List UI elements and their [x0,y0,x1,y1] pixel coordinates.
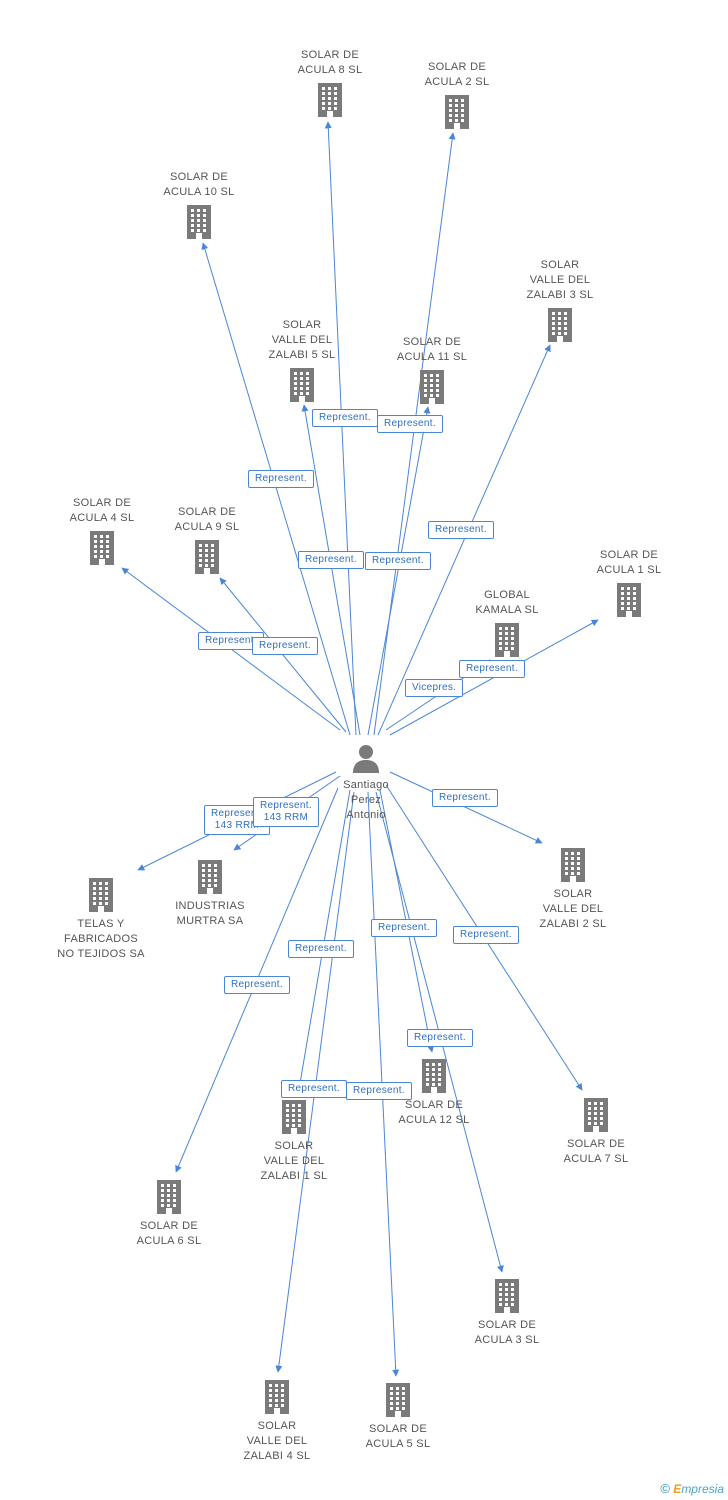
relation-label-solar-acula-1[interactable]: Represent. [459,660,525,678]
company-label-solar-acula-4[interactable]: SOLAR DE ACULA 4 SL [69,497,135,524]
empresia-watermark[interactable]: © Empresia [660,1481,724,1496]
company-label-industrias-murtra[interactable]: INDUSTRIAS MURTRA SA [175,900,245,927]
relation-label-solar-acula-11[interactable]: Represent. [365,552,431,570]
company-label-solar-acula-8[interactable]: SOLAR DE ACULA 8 SL [297,49,363,76]
building-icon-solar-acula-9[interactable] [193,540,221,579]
company-label-telas-fabricados[interactable]: TELAS Y FABRICADOS NO TEJIDOS SA [57,918,145,960]
edge-to-solar-acula-8 [324,121,357,736]
relation-label-global-kamala[interactable]: Vicepres. [405,679,464,697]
company-label-solar-valle-zalabi-2[interactable]: SOLAR VALLE DEL ZALABI 2 SL [539,888,607,930]
building-icon-solar-acula-5[interactable] [384,1383,412,1422]
edge-to-solar-acula-2 [373,132,456,736]
building-icon-solar-acula-8[interactable] [316,83,344,122]
company-label-solar-acula-5[interactable]: SOLAR DE ACULA 5 SL [365,1423,431,1450]
relation-label-solar-acula-3[interactable]: Represent. [371,919,437,937]
building-icon-solar-acula-10[interactable] [185,205,213,244]
company-label-solar-acula-7[interactable]: SOLAR DE ACULA 7 SL [563,1138,629,1165]
building-icon-global-kamala[interactable] [493,623,521,662]
copyright-symbol: © [660,1481,670,1496]
company-label-solar-valle-zalabi-5[interactable]: SOLAR VALLE DEL ZALABI 5 SL [268,319,336,361]
relation-label-solar-acula-2[interactable]: Represent. [377,415,443,433]
relation-label-solar-acula-10[interactable]: Represent. [248,470,314,488]
building-icon-solar-valle-zalabi-5[interactable] [288,368,316,407]
building-icon-solar-acula-11[interactable] [418,370,446,409]
company-label-solar-acula-3[interactable]: SOLAR DE ACULA 3 SL [474,1319,540,1346]
relation-label-solar-acula-5[interactable]: Represent. [346,1082,412,1100]
relation-label-solar-valle-zalabi-5[interactable]: Represent. [298,551,364,569]
edge-to-solar-acula-9 [219,577,347,733]
company-label-solar-acula-10[interactable]: SOLAR DE ACULA 10 SL [163,171,235,198]
building-icon-solar-acula-2[interactable] [443,95,471,134]
relation-label-solar-acula-9[interactable]: Represent. [252,637,318,655]
building-icon-solar-acula-6[interactable] [155,1180,183,1219]
relation-label-industrias-murtra[interactable]: Represent. 143 RRM [253,797,319,827]
building-icon-solar-acula-7[interactable] [582,1098,610,1137]
company-label-solar-acula-6[interactable]: SOLAR DE ACULA 6 SL [136,1220,202,1247]
company-label-solar-acula-11[interactable]: SOLAR DE ACULA 11 SL [396,336,468,363]
building-icon-solar-acula-4[interactable] [88,531,116,570]
building-icon-solar-valle-zalabi-1[interactable] [280,1100,308,1139]
person-name-label[interactable]: Santiago Perez Antonio [343,779,389,821]
relation-label-solar-acula-6[interactable]: Represent. [224,976,290,994]
building-icon-telas-fabricados[interactable] [87,878,115,917]
company-label-solar-acula-9[interactable]: SOLAR DE ACULA 9 SL [174,506,240,533]
edge-to-solar-acula-10 [201,242,351,736]
building-icon-solar-acula-1[interactable] [615,583,643,622]
company-label-solar-valle-zalabi-3[interactable]: SOLAR VALLE DEL ZALABI 3 SL [526,259,594,301]
empresia-logo-text: mpresia [681,1482,724,1496]
company-label-solar-valle-zalabi-1[interactable]: SOLAR VALLE DEL ZALABI 1 SL [260,1140,328,1182]
building-icon-solar-acula-12[interactable] [420,1059,448,1098]
relation-label-solar-valle-zalabi-3[interactable]: Represent. [428,521,494,539]
relation-label-solar-valle-zalabi-1[interactable]: Represent. [281,1080,347,1098]
edge-to-solar-valle-zalabi-2 [389,771,543,844]
company-label-solar-acula-1[interactable]: SOLAR DE ACULA 1 SL [596,549,662,576]
person-icon[interactable] [351,743,381,778]
edge-to-solar-valle-zalabi-5 [301,404,361,736]
company-label-solar-acula-2[interactable]: SOLAR DE ACULA 2 SL [424,61,490,88]
empresia-logo-initial: E [673,1482,682,1496]
building-icon-solar-valle-zalabi-3[interactable] [546,308,574,347]
company-label-solar-valle-zalabi-4[interactable]: SOLAR VALLE DEL ZALABI 4 SL [243,1420,311,1462]
company-label-global-kamala[interactable]: GLOBAL KAMALA SL [475,589,539,616]
building-icon-industrias-murtra[interactable] [196,860,224,899]
edge-to-solar-acula-11 [367,406,431,736]
building-icon-solar-valle-zalabi-4[interactable] [263,1380,291,1419]
edge-to-solar-valle-zalabi-3 [377,344,551,736]
building-icon-solar-acula-3[interactable] [493,1279,521,1318]
relation-label-solar-valle-zalabi-2[interactable]: Represent. [432,789,498,807]
relation-label-solar-valle-zalabi-4[interactable]: Represent. [288,940,354,958]
relation-label-solar-acula-7[interactable]: Represent. [453,926,519,944]
company-label-solar-acula-12[interactable]: SOLAR DE ACULA 12 SL [398,1099,470,1126]
relation-label-solar-acula-8[interactable]: Represent. [312,409,378,427]
building-icon-solar-valle-zalabi-2[interactable] [559,848,587,887]
relation-label-solar-acula-12[interactable]: Represent. [407,1029,473,1047]
